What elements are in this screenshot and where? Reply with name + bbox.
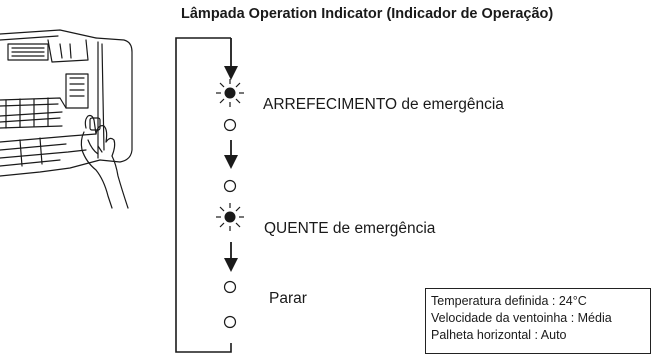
setting-louver: Palheta horizontal : Auto bbox=[431, 328, 567, 342]
indicator-lamp-off-icon bbox=[223, 118, 237, 132]
mode-label-emergency-cooling: ARREFECIMENTO de emergência bbox=[263, 96, 504, 113]
diagram-title: Lâmpada Operation Indicator (Indicador d… bbox=[181, 6, 554, 22]
indicator-lamp-off-icon bbox=[223, 315, 237, 329]
indicator-lamp-lit-icon bbox=[216, 203, 244, 231]
loop-bracket bbox=[175, 37, 232, 353]
mode-label-stop: Parar bbox=[269, 290, 307, 307]
indicator-lamp-off-icon bbox=[223, 179, 237, 193]
arrow-down-icon bbox=[224, 242, 238, 272]
arrow-down-icon bbox=[224, 38, 238, 80]
indicator-lamp-off-icon bbox=[223, 280, 237, 294]
setting-fan-speed: Velocidade da ventoinha : Média bbox=[431, 311, 612, 325]
arrow-down-icon bbox=[224, 140, 238, 169]
setting-temperature: Temperatura definida : 24°C bbox=[431, 294, 587, 308]
settings-info-box: Temperatura definida : 24°C Velocidade d… bbox=[425, 288, 651, 354]
hand-pressing-emergency-button-illustration bbox=[0, 29, 133, 209]
mode-label-emergency-heating: QUENTE de emergência bbox=[264, 220, 436, 237]
indicator-lamp-lit-icon bbox=[216, 79, 244, 107]
